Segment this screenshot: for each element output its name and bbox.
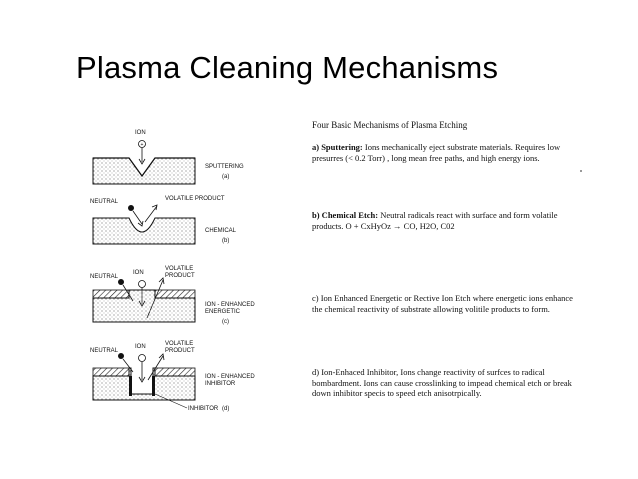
panel-c-letter: (c) [222, 319, 229, 325]
volatile-label-c: VOLATILE [165, 266, 193, 272]
panel-b-chemical: NEUTRAL VOLATILE PRODUCT CHEMICAL (b) [90, 196, 237, 245]
substrate-d [92, 367, 196, 401]
etching-mechanisms-figure: ION + SPUTTERING (a) NEUTRAL VOLATILE PR… [85, 118, 305, 418]
mechanism-a-body: Ions mechanically eject substrate materi… [312, 142, 561, 163]
volatile-label-d: VOLATILE [165, 341, 193, 347]
inhibitor-label-d: INHIBITOR [205, 381, 236, 387]
ion-enhanced-label-c: ION - ENHANCED [205, 302, 255, 308]
ion-label-a: ION [135, 130, 146, 136]
panel-a-sputtering: ION + SPUTTERING (a) [92, 130, 244, 185]
mechanism-b-label: b) Chemical Etch: [312, 210, 379, 220]
product-label-c: PRODUCT [165, 273, 195, 279]
panel-d-letter: (d) [222, 406, 229, 412]
ion-particle-c [138, 280, 146, 288]
energetic-label: ENERGETIC [205, 309, 241, 315]
mechanisms-heading: Four Basic Mechanisms of Plasma Etching [312, 120, 468, 130]
mechanisms-diagram: ION + SPUTTERING (a) NEUTRAL VOLATILE PR… [90, 130, 255, 412]
mechanism-a-text: a) Sputtering: Ions mechanically eject s… [312, 142, 582, 163]
neutral-particle-b [128, 205, 134, 211]
panel-c-ion-enhanced-energetic: NEUTRAL ION VOLATILE PRODUCT ION - ENHAN… [90, 266, 255, 325]
ion-particle-d [138, 354, 146, 362]
mechanism-b-body: Neutral radicals react with surface and … [312, 210, 558, 231]
panel-a-letter: (a) [222, 174, 229, 180]
mechanisms-text: Four Basic Mechanisms of Plasma Etching … [312, 120, 582, 398]
ion-enhanced-label-d: ION - ENHANCED [205, 374, 255, 380]
mechanism-d-text: d) Ion-Enhaced Inhibitor, Ions change re… [312, 367, 572, 399]
product-label-d: PRODUCT [165, 348, 195, 354]
neutral-particle-c [118, 279, 124, 285]
chemical-label: CHEMICAL [205, 228, 237, 234]
inhibitor-wall-left [129, 376, 132, 396]
panel-d-ion-enhanced-inhibitor: NEUTRAL ION VOLATILE PRODUCT ION - ENHAN… [90, 341, 255, 412]
substrate-c [92, 289, 196, 323]
sputtering-label: SPUTTERING [205, 164, 244, 170]
inhibitor-callout: INHIBITOR [188, 406, 219, 412]
neutral-label-d: NEUTRAL [90, 348, 119, 354]
stray-mark [580, 170, 582, 172]
neutral-label-b: NEUTRAL [90, 199, 119, 205]
inhibitor-wall-right [152, 376, 155, 396]
slide-title: Plasma Cleaning Mechanisms [76, 50, 499, 85]
volatile-product-label-b: VOLATILE PRODUCT [165, 196, 225, 202]
mechanism-a-label: a) Sputtering: [312, 142, 363, 152]
svg-text:+: + [141, 142, 144, 148]
substrate-a [92, 157, 196, 185]
mechanism-b-text: b) Chemical Etch: Neutral radicals react… [312, 210, 582, 231]
ion-label-c: ION [133, 270, 144, 276]
neutral-particle-d [118, 353, 124, 359]
ion-particle-a [138, 140, 146, 148]
neutral-label-c: NEUTRAL [90, 274, 119, 280]
panel-b-letter: (b) [222, 238, 229, 244]
substrate-b [92, 217, 196, 245]
ion-label-d: ION [135, 344, 146, 350]
mechanism-c-text: c) Ion Enhanced Energetic or Rective Ion… [312, 293, 573, 314]
